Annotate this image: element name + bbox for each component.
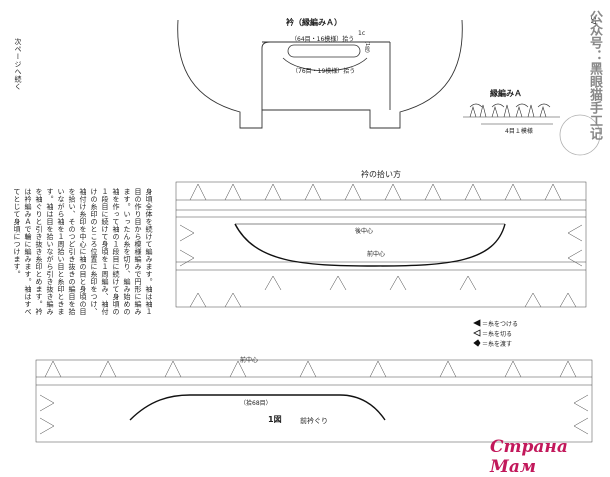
edging-repeat: 4目１模様 — [505, 128, 533, 135]
figure1-caption-sub: 前衿ぐり — [300, 417, 328, 425]
continue-note: 次ページへ続く — [14, 38, 22, 91]
publisher-sideways: 公众号：黑眼猫手工记 — [587, 10, 602, 140]
legend-pass: ＝糸を渡す — [482, 341, 513, 348]
pickup-front-center: 前中心 — [367, 251, 386, 258]
figure1-neckline-curve — [129, 394, 386, 421]
figure1-chart — [35, 359, 593, 443]
collar-inner-count: （64目・16模様）拾う — [291, 36, 355, 43]
legend-marks — [473, 319, 481, 347]
legend-cut: ＝糸を切る — [482, 331, 513, 338]
legend-attach: ＝糸をつける — [482, 321, 519, 328]
watermark-stamp — [559, 114, 601, 156]
edging-swatch — [463, 103, 560, 125]
edging-title: 縁編みＡ — [490, 89, 522, 98]
collar-outline — [177, 19, 463, 129]
collar-inner-ring — [282, 44, 368, 72]
diagram-graphics — [35, 19, 601, 443]
instructions-text: 身頃全体を続けて編みます。袖は袖１目の作り目から模様編みで円形に編みます。いった… — [13, 188, 153, 316]
figure1-front-center: 前中心 — [240, 357, 259, 364]
pickup-chart — [175, 181, 587, 308]
collar-outer-count: （76目・19模様）拾う — [292, 68, 356, 75]
pickup-title: 衿の拾い方 — [361, 170, 401, 179]
pickup-neckline-curve — [234, 223, 506, 267]
collar-side-sub: （1段） — [364, 38, 370, 57]
collar-title: 衿（縁編みＡ） — [286, 18, 342, 27]
figure1-count: （拾68目） — [240, 400, 272, 407]
site-watermark: Страна Мам — [490, 437, 568, 477]
collar-side-label: 1c — [358, 30, 366, 37]
figure1-caption: 1図 — [268, 415, 282, 424]
pickup-back-center: 後中心 — [355, 228, 374, 235]
